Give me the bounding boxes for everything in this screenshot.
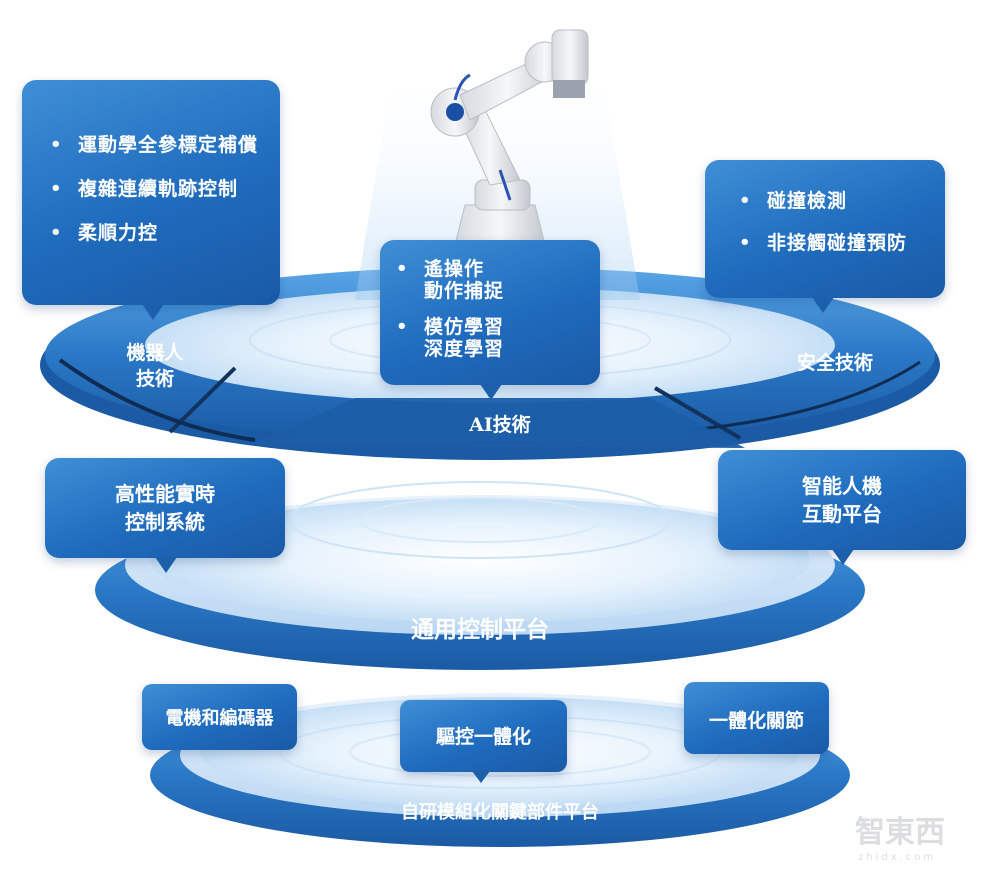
drive-control-text: 驅控一體化 — [435, 726, 531, 748]
motor-encoder-box: 電機和編碼器 — [142, 684, 297, 750]
safety-tech-item: 非接觸碰撞預防 — [739, 232, 945, 254]
ai-tech-label: AI技術 — [469, 414, 531, 436]
realtime-control-pointer — [155, 557, 177, 573]
robot-arm-image — [430, 29, 589, 246]
ai-tech-box: 遙操作 動作捕捉 模仿學習 深度學習 — [380, 240, 600, 385]
robot-tech-item: 柔順力控 — [50, 222, 280, 244]
safety-tech-item: 碰撞檢測 — [739, 190, 945, 212]
safety-tech-box: 碰撞檢測 非接觸碰撞預防 — [705, 160, 945, 298]
ai-tech-item-line: 動作捕捉 — [424, 280, 505, 302]
hmi-platform-line: 智能人機 — [802, 474, 882, 498]
watermark-sub: zhidx.com — [858, 852, 936, 863]
robot-tech-item: 運動學全參標定補償 — [50, 134, 280, 156]
safety-tech-pointer — [812, 297, 834, 313]
robot-tech-label: 機器人 技術 — [95, 340, 215, 392]
ai-tech-item-line: 遙操作 — [424, 258, 485, 280]
middle-ring — [95, 481, 865, 670]
ai-tech-item-line: 深度學習 — [424, 338, 505, 360]
hmi-platform-box: 智能人機 互動平台 — [718, 450, 966, 550]
realtime-control-box: 高性能實時 控制系統 — [45, 458, 285, 558]
general-control-platform-label: 通用控制平台 — [411, 616, 549, 643]
drive-control-box: 驅控一體化 — [400, 700, 567, 772]
integrated-joint-box: 一體化關節 — [684, 682, 829, 754]
safety-tech-label: 安全技術 — [796, 352, 873, 374]
integrated-joint-text: 一體化關節 — [708, 710, 804, 732]
robot-tech-label-line: 技術 — [135, 368, 174, 390]
robot-tech-box: 運動學全參標定補償 複雜連續軌跡控制 柔順力控 — [22, 80, 280, 305]
key-components-platform-label: 自研模組化關鍵部件平台 — [401, 802, 599, 823]
watermark-text: 智東西 — [855, 815, 945, 850]
watermark-logo: 智東西 zhidx.com — [855, 815, 945, 863]
motor-encoder-text: 電機和編碼器 — [165, 708, 274, 729]
robot-tech-label-line: 機器人 — [126, 342, 184, 364]
hmi-platform-text: 智能人機 互動平台 — [718, 472, 966, 528]
drive-control-pointer — [472, 771, 490, 783]
ai-tech-pointer — [480, 384, 502, 400]
realtime-control-text: 高性能實時 控制系統 — [45, 480, 285, 536]
ai-tech-item: 模仿學習 深度學習 — [396, 316, 600, 360]
realtime-control-line: 高性能實時 — [115, 482, 215, 506]
robot-tech-item: 複雜連續軌跡控制 — [50, 178, 280, 200]
hmi-platform-line: 互動平台 — [802, 502, 882, 526]
robot-tech-pointer — [142, 304, 164, 320]
hmi-platform-pointer — [832, 549, 854, 565]
ai-tech-item-line: 模仿學習 — [424, 316, 505, 338]
realtime-control-line: 控制系統 — [125, 510, 205, 534]
ai-tech-item: 遙操作 動作捕捉 — [396, 258, 600, 302]
